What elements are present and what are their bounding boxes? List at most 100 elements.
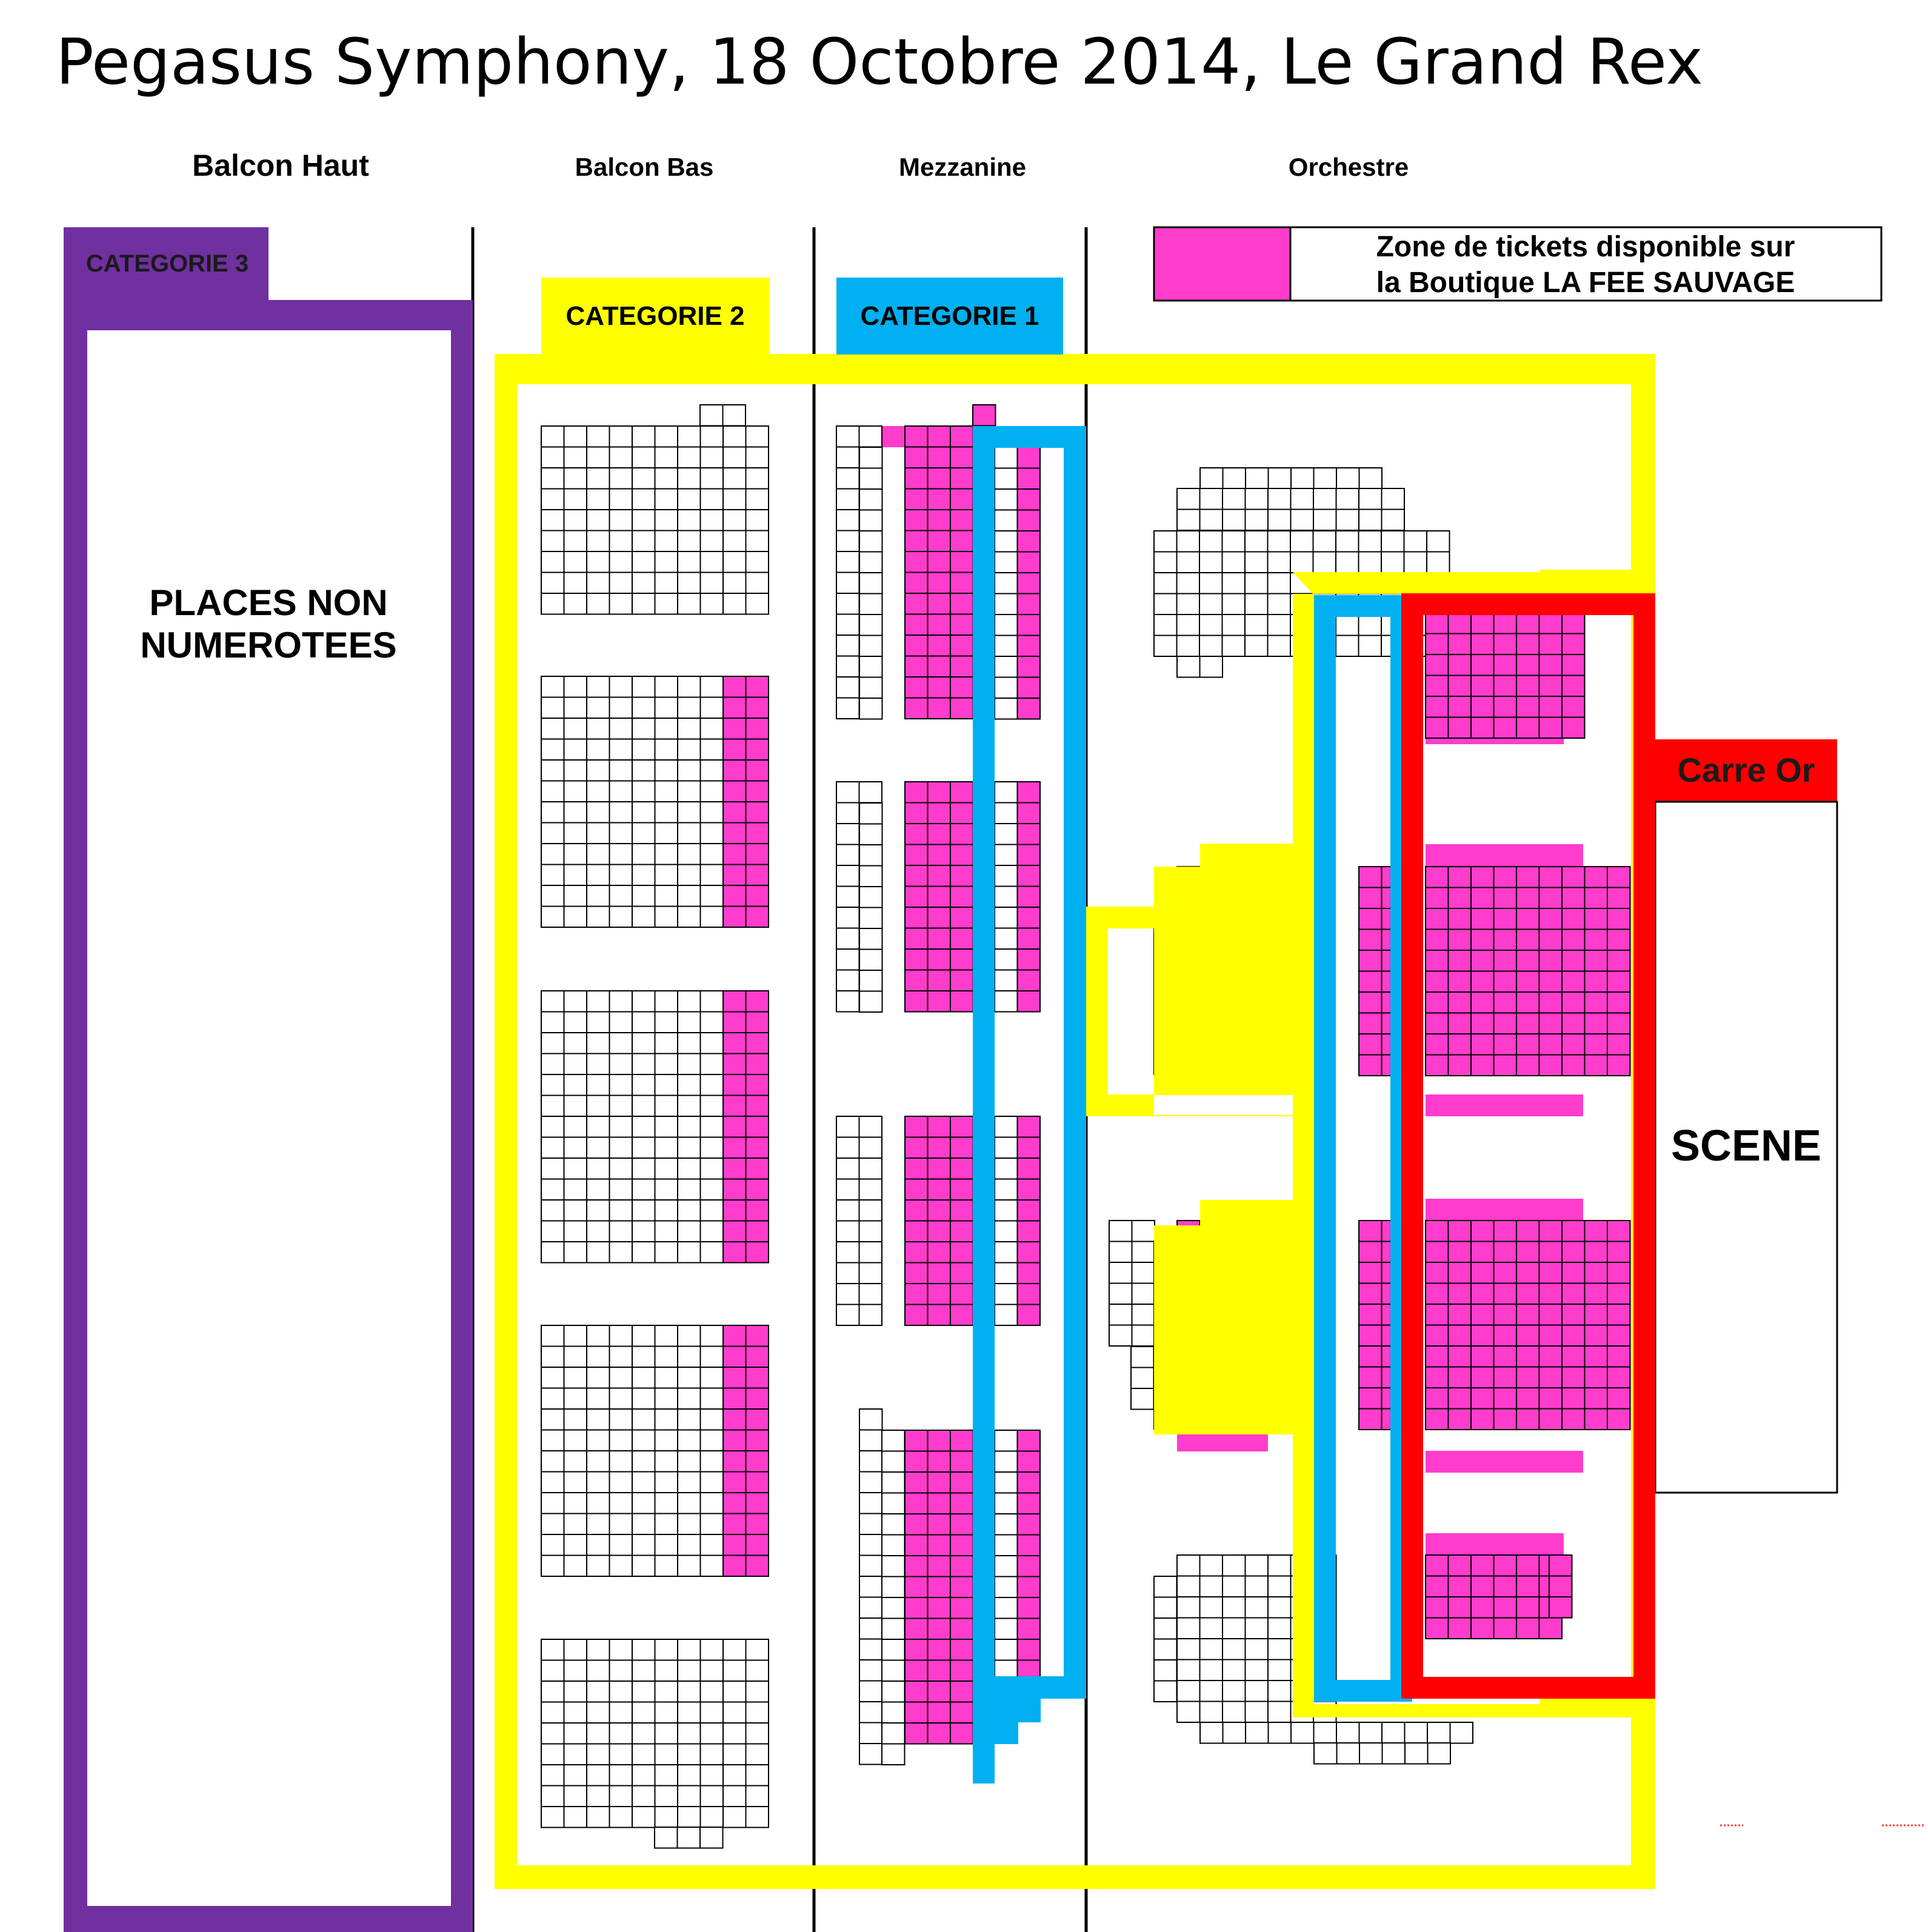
category-2-label: CATEGORIE 2 (565, 301, 744, 331)
seat (1607, 970, 1631, 993)
seat (541, 446, 565, 468)
seat (1425, 675, 1449, 697)
seat (1425, 1304, 1449, 1326)
seat (994, 1617, 1018, 1640)
seat (722, 1053, 747, 1075)
available-zone (1426, 844, 1583, 867)
seat (836, 969, 860, 991)
seat (722, 1345, 747, 1368)
seat (1493, 675, 1517, 697)
seat (881, 1513, 906, 1536)
seat (745, 1074, 769, 1096)
seat (858, 1262, 882, 1284)
seat (1447, 1554, 1472, 1577)
seat (1016, 781, 1041, 804)
seat (859, 530, 883, 553)
carre-or-tab (1655, 739, 1837, 802)
seat (541, 425, 565, 448)
seat (1267, 467, 1292, 490)
seat (699, 843, 724, 865)
seat (1425, 1345, 1449, 1368)
seat (1016, 1534, 1041, 1556)
seat (1516, 1282, 1540, 1305)
seat (722, 1534, 747, 1556)
seat (1176, 614, 1200, 636)
seat (950, 1701, 974, 1724)
seat (881, 1555, 906, 1577)
seat (677, 509, 701, 531)
seat (586, 780, 610, 802)
seat (1516, 1241, 1540, 1263)
seat (1538, 1262, 1563, 1284)
seat (632, 1806, 656, 1828)
category-1-mezzanine-zone (973, 426, 1086, 1784)
seat (745, 1639, 769, 1661)
seat (563, 676, 587, 698)
seat (677, 676, 701, 698)
seat (699, 1011, 724, 1033)
seat (927, 1659, 951, 1682)
seat (1549, 1596, 1573, 1619)
seat (1425, 1241, 1449, 1263)
seat (609, 1345, 633, 1368)
legend-text-line1: Zone de tickets disponible sur (1376, 231, 1795, 263)
seat (1561, 928, 1586, 951)
seat (586, 801, 610, 824)
seat (836, 697, 860, 719)
seat (1244, 551, 1269, 573)
seat (881, 1681, 906, 1703)
seat (1561, 1408, 1586, 1430)
seat (927, 823, 951, 845)
seat (1447, 1387, 1472, 1410)
seat (541, 1032, 565, 1054)
seat (859, 656, 883, 678)
seat (1516, 1617, 1540, 1639)
seat (541, 1158, 565, 1180)
seat (1222, 1554, 1246, 1577)
seat (563, 1158, 587, 1180)
seat (1267, 593, 1291, 615)
seat (677, 467, 701, 490)
seat (541, 1513, 565, 1535)
seat (632, 1513, 656, 1535)
seat-blocks (541, 404, 1631, 1849)
seat (677, 780, 701, 802)
seat (950, 551, 974, 573)
seat (950, 1492, 974, 1514)
seat (1516, 1220, 1540, 1242)
seat (654, 1659, 678, 1682)
seat (541, 1011, 565, 1033)
seat (1516, 612, 1540, 635)
seat (1538, 1282, 1563, 1305)
seat (1016, 1450, 1041, 1473)
seat (1493, 1054, 1517, 1076)
seat (1176, 593, 1200, 615)
seat (881, 1576, 906, 1598)
seat (609, 1136, 633, 1159)
seat (745, 1136, 769, 1159)
seat (1561, 1220, 1586, 1242)
seat (563, 1554, 587, 1577)
seat (586, 1325, 610, 1347)
seat (1199, 1659, 1223, 1681)
seat (654, 1764, 678, 1787)
seat (950, 1639, 974, 1661)
seat (1470, 1054, 1495, 1076)
seat (609, 1513, 633, 1535)
seat (836, 802, 860, 824)
seat (836, 927, 860, 950)
seat (563, 885, 587, 907)
seat (586, 425, 610, 448)
seat (1447, 1304, 1472, 1326)
seat (1607, 1282, 1631, 1305)
seat (722, 696, 747, 719)
seat (632, 759, 656, 782)
seat (541, 885, 565, 907)
seat (609, 1764, 633, 1787)
seat (1335, 551, 1359, 573)
seat (745, 1722, 769, 1745)
carre-or-zone (1401, 593, 1655, 1699)
seat (677, 1492, 701, 1514)
seat (994, 1471, 1018, 1494)
seat (1447, 1054, 1472, 1076)
